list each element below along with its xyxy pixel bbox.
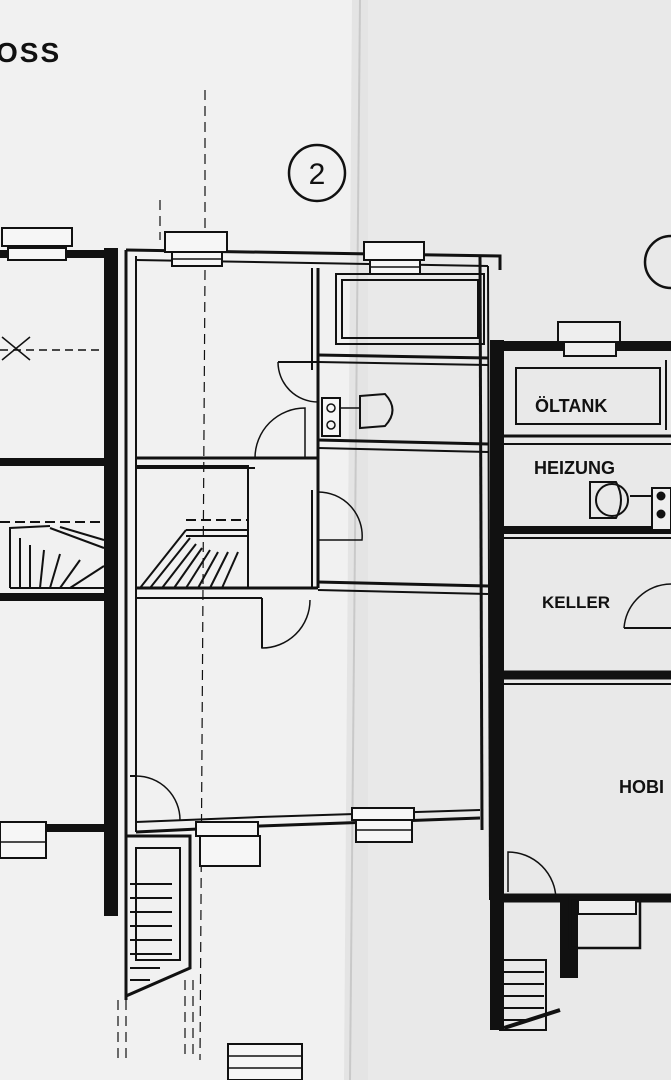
room-label-oltank: ÖLTANK — [535, 396, 607, 416]
window-top-1 — [164, 231, 228, 267]
house-number: 2 — [309, 158, 326, 191]
house-number-marker: 2 — [287, 143, 347, 203]
plan-title: OSS — [0, 37, 61, 68]
room-label-keller: KELLER — [542, 593, 610, 612]
dashed-axes — [117, 90, 206, 1061]
left-house — [0, 227, 118, 916]
window-bottom-1 — [195, 821, 261, 867]
middle-house — [124, 231, 502, 1080]
window-top-2 — [363, 241, 425, 275]
room-label-heizung: HEIZUNG — [534, 458, 615, 478]
next-house-number-marker — [643, 234, 671, 290]
window-bottom-2 — [351, 807, 415, 843]
right-house — [490, 321, 671, 1031]
room-label-hobby: HOBI — [619, 777, 664, 797]
